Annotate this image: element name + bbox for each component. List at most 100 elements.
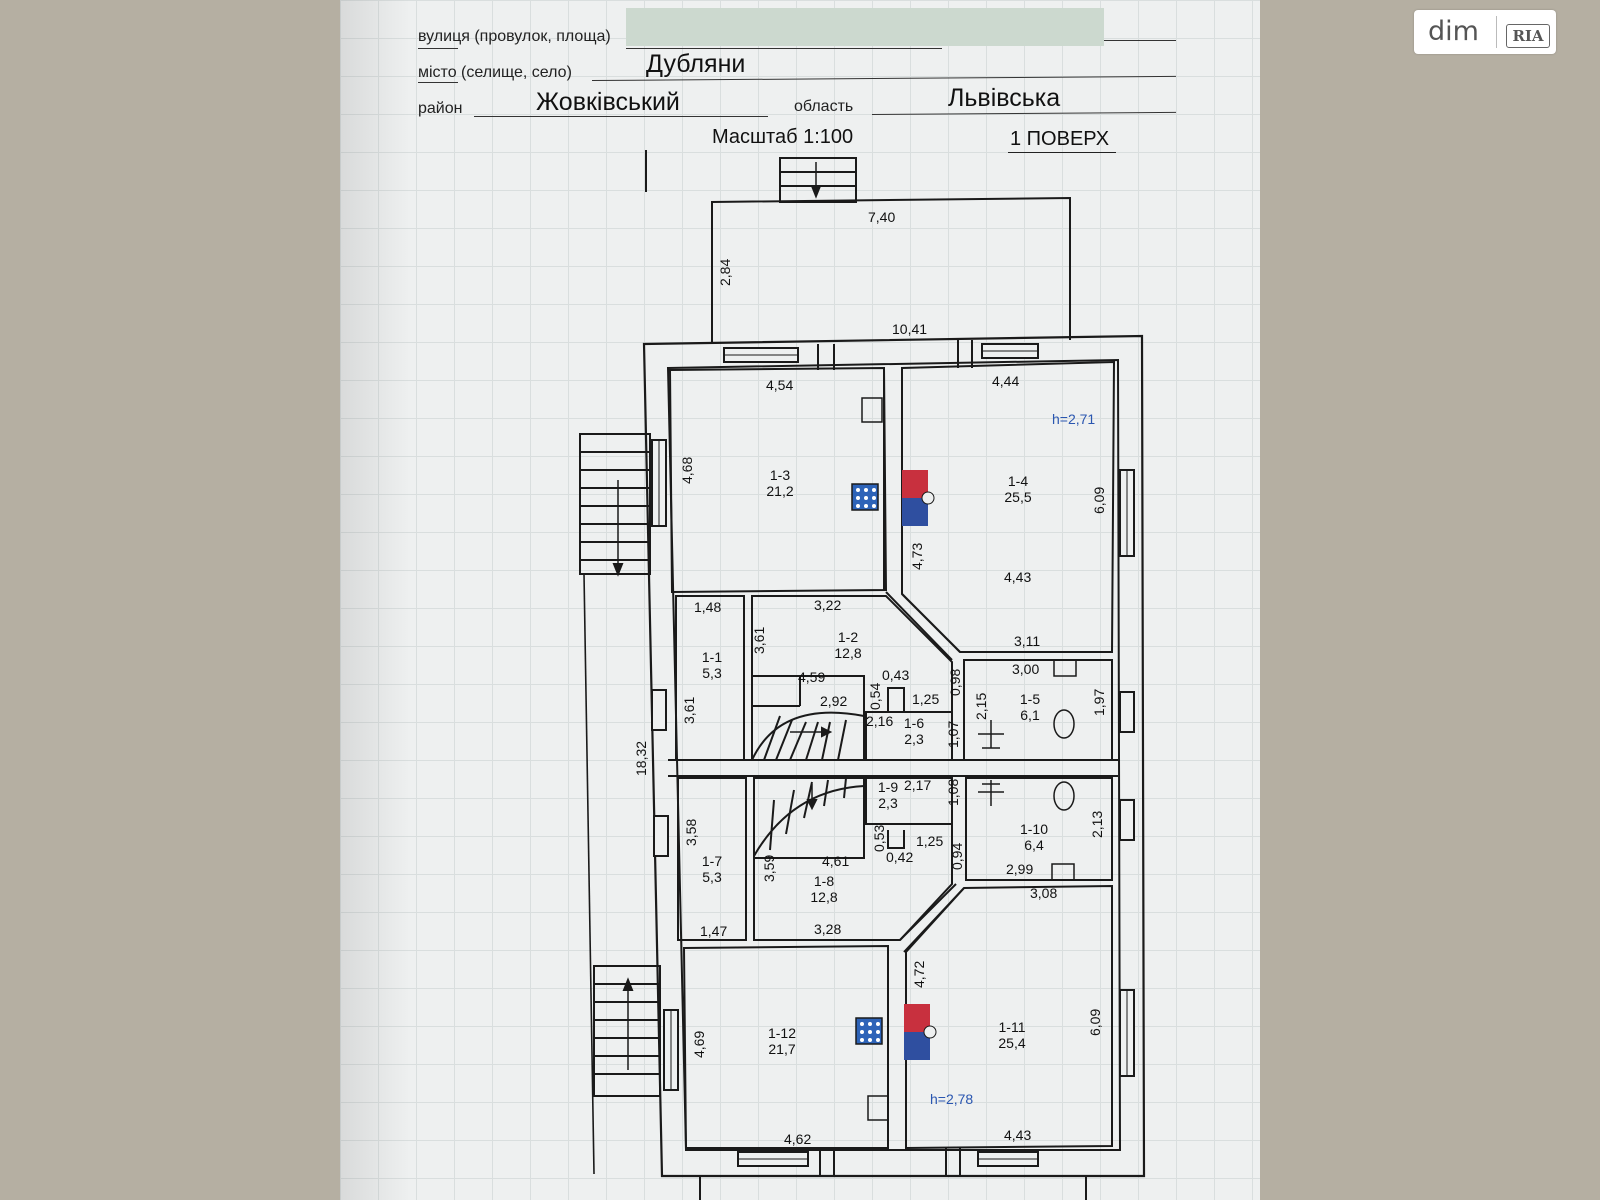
dim-4: 6,09 bbox=[1091, 487, 1107, 514]
stove-top bbox=[851, 483, 879, 511]
room-1-7-area: 5,3 bbox=[702, 869, 722, 885]
room-1-11-id: 1-11 bbox=[999, 1019, 1026, 1035]
room-1-9-outline bbox=[865, 777, 953, 825]
height-bottom: h=2,78 bbox=[930, 1091, 973, 1107]
outer-wall-outer bbox=[642, 334, 1146, 1178]
dim-20: 3,61 bbox=[681, 697, 697, 724]
dim-18: 2,15 bbox=[973, 693, 989, 720]
dim-21: 2,16 bbox=[866, 713, 893, 729]
room-1-7-id: 1-7 bbox=[702, 853, 722, 869]
dim-12: 0,54 bbox=[867, 683, 883, 710]
toilet-1-10 bbox=[1053, 781, 1075, 811]
dim-35: 1,47 bbox=[700, 923, 727, 939]
room-1-1-area: 5,3 bbox=[702, 665, 722, 681]
room-1-9-id: 1-9 bbox=[878, 779, 898, 795]
region-value: Львівська bbox=[948, 84, 1061, 112]
room-1-8-id: 1-8 bbox=[814, 873, 834, 889]
room-1-4-outline bbox=[901, 360, 1116, 653]
dim-39: 6,09 bbox=[1087, 1009, 1103, 1036]
dim-34: 3,08 bbox=[1030, 885, 1057, 901]
room-1-6-id: 1-6 bbox=[904, 715, 924, 731]
room-1-3-outline bbox=[668, 366, 888, 594]
side-stairs-bottom bbox=[593, 965, 661, 1097]
room-1-3-id: 1-3 bbox=[770, 467, 790, 483]
dim-40: 4,62 bbox=[784, 1131, 811, 1147]
dim-31: 0,42 bbox=[886, 849, 913, 865]
dim-1: 4,54 bbox=[766, 377, 793, 393]
shower-upper bbox=[978, 720, 1004, 749]
dim-25: 3,58 bbox=[683, 819, 699, 846]
height-top: h=2,71 bbox=[1052, 411, 1095, 427]
dim-house-width: 10,41 bbox=[892, 321, 927, 337]
dim-house-length: 18,32 bbox=[633, 741, 649, 776]
dim-13: 0,43 bbox=[882, 667, 909, 683]
room-1-5-area: 6,1 bbox=[1020, 707, 1040, 723]
street-line bbox=[626, 48, 942, 49]
district-label: район bbox=[418, 100, 463, 117]
dim-10: 3,11 bbox=[1014, 633, 1040, 649]
toilet-1-5 bbox=[1053, 709, 1075, 739]
dim-3: 4,68 bbox=[679, 457, 695, 484]
dim-32: 0,94 bbox=[949, 843, 965, 870]
shower-lower bbox=[978, 780, 1004, 806]
logo-divider bbox=[1496, 16, 1497, 48]
street-label: вулиця (провулок, площа) bbox=[418, 28, 611, 45]
dim-16: 2,92 bbox=[820, 693, 847, 709]
district-value: Жовківський bbox=[536, 88, 680, 116]
dim-37: 4,72 bbox=[911, 961, 927, 988]
sink-1-5 bbox=[1053, 659, 1077, 677]
city-label-underline bbox=[418, 82, 458, 83]
dim-38: 4,69 bbox=[691, 1031, 707, 1058]
dim-6: 4,43 bbox=[1004, 569, 1031, 585]
room-1-11-area: 25,4 bbox=[998, 1035, 1025, 1051]
floor-label: 1 ПОВЕРХ bbox=[1010, 128, 1110, 150]
district-line bbox=[474, 116, 768, 117]
city-value: Дубляни bbox=[646, 50, 746, 78]
entry-steps-top bbox=[779, 157, 857, 203]
room-1-12-area: 21,7 bbox=[768, 1041, 795, 1057]
room-1-5-id: 1-5 bbox=[1020, 691, 1040, 707]
room-1-6-area: 2,3 bbox=[904, 731, 924, 747]
paper-sheet bbox=[340, 0, 1260, 1200]
room-1-8-area: 12,8 bbox=[810, 889, 837, 905]
dim-5: 4,73 bbox=[909, 543, 925, 570]
room-1-10-area: 6,4 bbox=[1024, 837, 1044, 853]
side-stairs-top bbox=[579, 433, 651, 575]
stove-bottom bbox=[855, 1017, 883, 1045]
dim-26: 0,53 bbox=[871, 825, 887, 852]
street-label-underline bbox=[418, 48, 458, 49]
dim-9: 3,61 bbox=[751, 627, 767, 654]
room-1-2-id: 1-2 bbox=[838, 629, 858, 645]
paper-fold-shadow bbox=[340, 0, 410, 1200]
room-1-12-id: 1-12 bbox=[768, 1025, 796, 1041]
scale-label: Масштаб 1:100 bbox=[712, 126, 854, 148]
dim-23: 2,17 bbox=[904, 777, 931, 793]
sink-1-12 bbox=[867, 1095, 889, 1121]
city-label: місто (селище, село) bbox=[418, 64, 572, 81]
street-line-end bbox=[1104, 40, 1176, 41]
dim-14: 0,98 bbox=[947, 669, 963, 696]
room-1-11-outline bbox=[905, 884, 1113, 1150]
terrace-outline bbox=[711, 196, 1071, 342]
dim-8: 3,22 bbox=[814, 597, 841, 613]
room-1-4-area: 25,5 bbox=[1004, 489, 1031, 505]
room-1-4-id: 1-4 bbox=[1008, 473, 1028, 489]
staircase-lower bbox=[753, 777, 865, 859]
room-1-2-area: 12,8 bbox=[834, 645, 861, 661]
dim-27: 1,25 bbox=[916, 833, 943, 849]
logo-ria-text: RIA bbox=[1506, 24, 1550, 48]
dim-terrace-width: 7,40 bbox=[868, 209, 895, 225]
dim-7: 1,48 bbox=[694, 599, 721, 615]
room-1-1-id: 1-1 bbox=[702, 649, 722, 665]
dim-17: 1,25 bbox=[912, 691, 939, 707]
region-label: область bbox=[794, 98, 854, 115]
dim-11: 4,59 bbox=[798, 669, 825, 685]
room-1-7-outline bbox=[677, 777, 747, 941]
room-1-12-outline bbox=[682, 944, 889, 1149]
logo-dim-text: dim bbox=[1428, 16, 1479, 47]
dim-terrace-depth: 2,84 bbox=[717, 259, 733, 286]
floor-underline bbox=[1008, 152, 1116, 153]
side-ramp-line bbox=[583, 573, 595, 1175]
room-1-3-area: 21,2 bbox=[766, 483, 793, 499]
